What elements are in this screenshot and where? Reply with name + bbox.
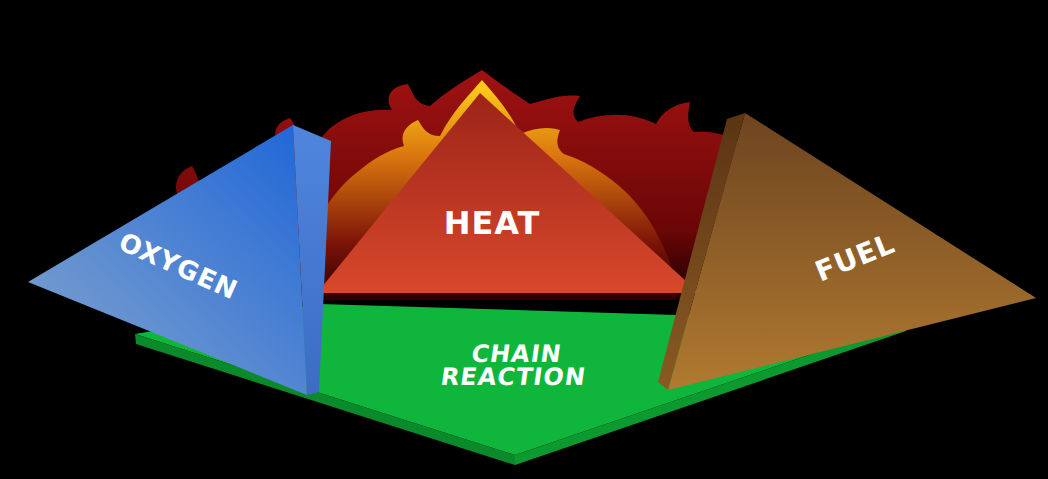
shape-face (317, 93, 699, 293)
node-label: HEAT (444, 208, 541, 238)
shape-face (515, 322, 906, 465)
fuel-triangle: FUEL (650, 105, 1045, 400)
shape-outline (310, 88, 710, 298)
oxygen-triangle: OXYGEN (20, 112, 350, 412)
node-label: CHAIN REACTION (432, 343, 598, 389)
shape-face (28, 125, 307, 395)
shape-face (135, 334, 515, 465)
shape-face (658, 113, 745, 390)
heat-triangle: HEAT (310, 88, 710, 298)
